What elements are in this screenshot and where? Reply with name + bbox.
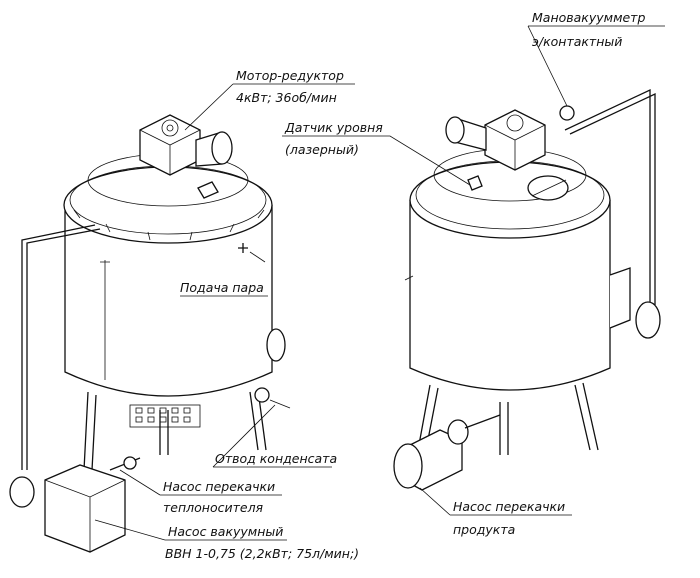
label-heat-carrier-pump-spec: теплоносителя: [163, 500, 264, 515]
leader-lines: [94, 25, 665, 541]
label-vacuum-pump: Насос вакуумный: [168, 524, 283, 539]
label-motor-reducer-spec: 4кВт; 36об/мин: [236, 90, 337, 105]
right-motor-reducer: [445, 109, 546, 171]
label-heat-carrier-pump: Насос перекачки: [163, 479, 275, 494]
label-level-sensor: Датчик уровня: [284, 120, 383, 135]
label-vacuum-gauge-spec: э/контактный: [532, 34, 622, 49]
right-tank: [404, 88, 661, 455]
label-level-sensor-spec: (лазерный): [285, 142, 359, 157]
label-steam-supply: Подача пара: [180, 280, 264, 295]
label-vacuum-pump-spec: ВВН 1-0,75 (2,2кВт; 75л/мин;): [165, 546, 359, 561]
label-product-pump-spec: продукта: [453, 522, 515, 537]
label-motor-reducer: Мотор-редуктор: [236, 68, 344, 83]
label-vacuum-gauge: Мановакуумметр: [532, 10, 645, 25]
left-tank: [21, 153, 291, 471]
label-product-pump: Насос перекачки: [453, 499, 565, 514]
product-pump: [393, 414, 501, 491]
motor-reducer: [139, 114, 233, 176]
vacuum-pump: [9, 456, 141, 553]
label-condensate-drain: Отвод конденсата: [215, 451, 337, 466]
